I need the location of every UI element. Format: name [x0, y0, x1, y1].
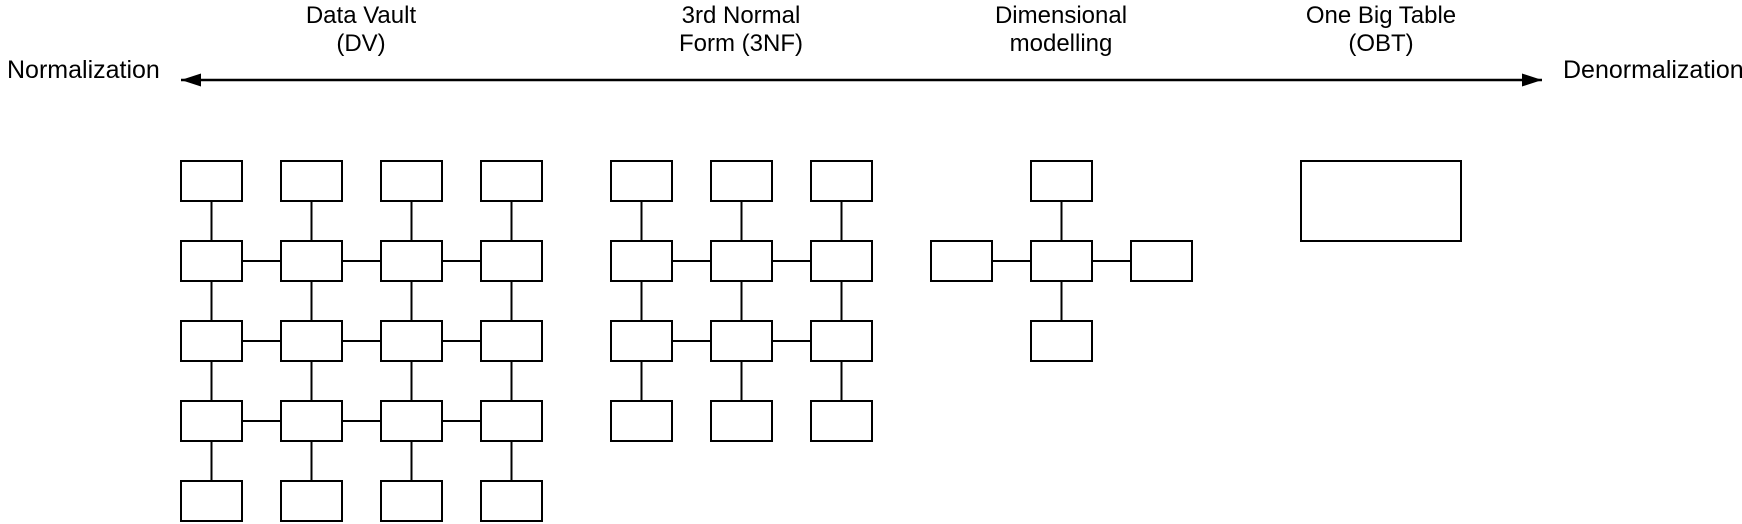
title-line-1: One Big Table	[1305, 2, 1457, 29]
entity-box	[1030, 160, 1093, 202]
entity-box	[610, 240, 673, 282]
title-line-1: Dimensional	[994, 2, 1128, 29]
entity-box	[810, 240, 873, 282]
entity-box	[1300, 160, 1462, 242]
entity-box	[180, 400, 243, 442]
entity-box	[1130, 240, 1193, 282]
axis-label-normalization: Normalization	[7, 56, 160, 84]
title-data-vault: Data Vault (DV)	[251, 2, 471, 58]
entity-box	[380, 400, 443, 442]
entity-box	[280, 320, 343, 362]
entity-box	[610, 160, 673, 202]
entity-box	[180, 160, 243, 202]
entity-box	[610, 320, 673, 362]
entity-box	[380, 240, 443, 282]
title-line-2: modelling	[1009, 30, 1113, 57]
entity-box	[810, 400, 873, 442]
entity-box	[480, 400, 543, 442]
entity-box	[180, 320, 243, 362]
entity-box	[280, 400, 343, 442]
entity-box	[180, 480, 243, 522]
entity-box	[280, 240, 343, 282]
entity-box	[280, 480, 343, 522]
entity-box	[480, 480, 543, 522]
third-normal-form-schema	[610, 160, 873, 442]
entity-box	[710, 320, 773, 362]
axis-label-denormalization: Denormalization	[1563, 56, 1742, 84]
entity-box	[610, 400, 673, 442]
entity-box	[180, 240, 243, 282]
title-line-2: (OBT)	[1348, 30, 1414, 57]
entity-box	[710, 400, 773, 442]
entity-box	[710, 160, 773, 202]
entity-box	[380, 320, 443, 362]
entity-box	[280, 160, 343, 202]
entity-box	[480, 160, 543, 202]
entity-box	[380, 160, 443, 202]
title-line-2: Form (3NF)	[679, 30, 803, 57]
entity-box	[930, 240, 993, 282]
title-one-big-table: One Big Table (OBT)	[1271, 2, 1491, 58]
entity-box	[710, 240, 773, 282]
data-vault-schema	[180, 160, 543, 522]
entity-box	[480, 240, 543, 282]
entity-box	[810, 160, 873, 202]
entity-box	[380, 480, 443, 522]
entity-box	[1030, 320, 1093, 362]
entity-box	[810, 320, 873, 362]
title-line-1: 3rd Normal	[681, 2, 801, 29]
title-third-normal-form: 3rd Normal Form (3NF)	[631, 2, 851, 58]
entity-box	[480, 320, 543, 362]
title-dimensional-modelling: Dimensional modelling	[951, 2, 1171, 58]
title-line-1: Data Vault	[305, 2, 417, 29]
entity-box	[1030, 240, 1093, 282]
title-line-2: (DV)	[336, 30, 386, 57]
dimensional-star-schema	[930, 160, 1193, 362]
one-big-table-schema	[1300, 160, 1462, 242]
